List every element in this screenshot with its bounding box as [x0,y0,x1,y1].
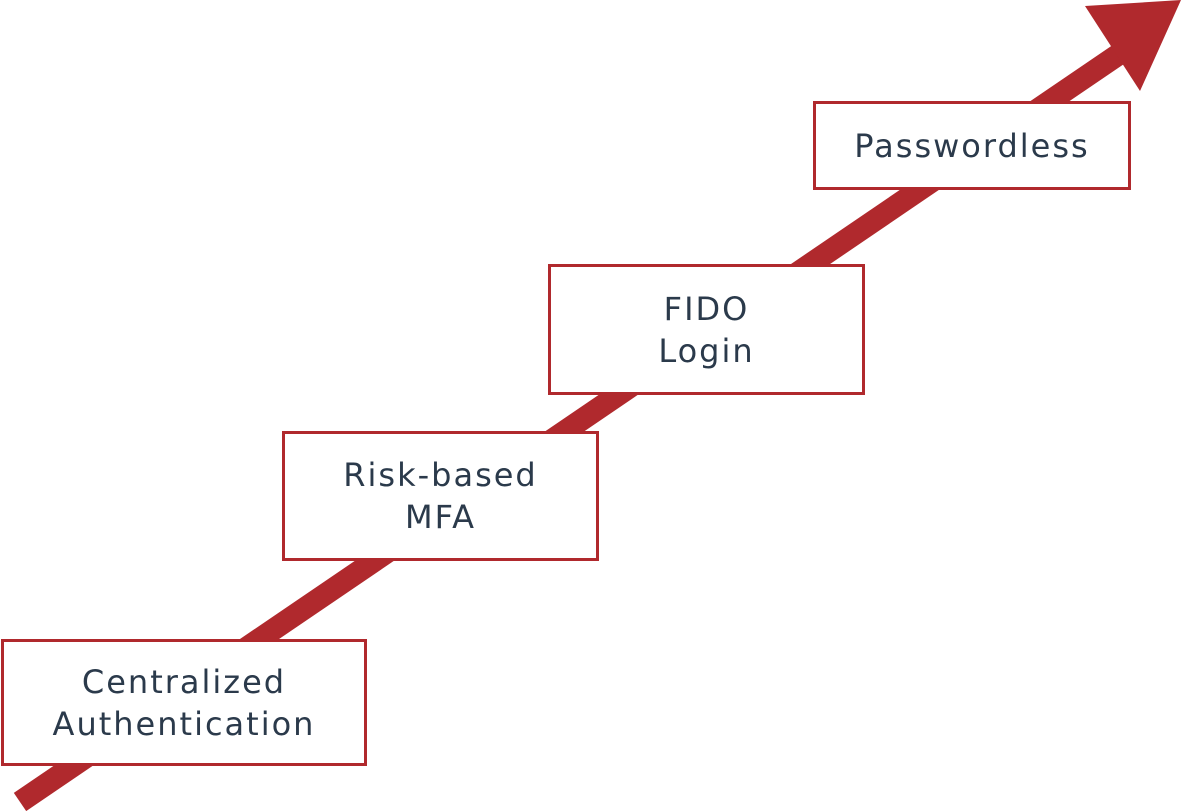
step-passwordless: Passwordless [813,101,1131,190]
step-label: Centralized Authentication [52,662,316,743]
step-label: Passwordless [854,126,1090,165]
step-risk-based-mfa: Risk-based MFA [282,431,599,561]
step-label: Risk-based MFA [343,456,538,536]
step-centralized-authentication: Centralized Authentication [1,639,367,766]
arrow-head [1085,0,1181,91]
step-label: FIDO Login [658,289,755,370]
step-fido-login: FIDO Login [548,264,865,395]
